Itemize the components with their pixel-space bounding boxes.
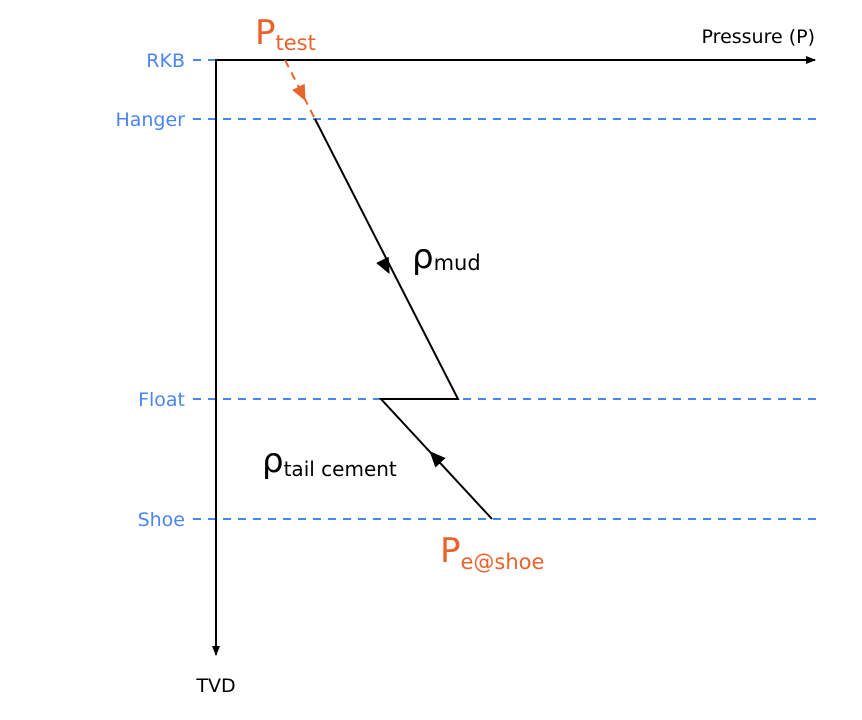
- level-label-rkb: RKB: [146, 50, 185, 72]
- level-label-float: Float: [138, 389, 185, 411]
- level-label-hanger: Hanger: [115, 109, 185, 131]
- rho-mud-label: ρmud: [412, 237, 481, 277]
- rho-tail-cement-label: ρtail cement: [262, 441, 397, 481]
- level-label-shoe: Shoe: [138, 509, 185, 531]
- test-pressure-line: [284, 59, 316, 120]
- p-test-label: Ptest: [255, 13, 316, 55]
- y-axis-label: TVD: [195, 675, 235, 697]
- x-axis-label: Pressure (P): [702, 26, 815, 48]
- mud-arrow-icon: [376, 256, 390, 275]
- p-shoe-label: Pe@shoe: [440, 531, 544, 574]
